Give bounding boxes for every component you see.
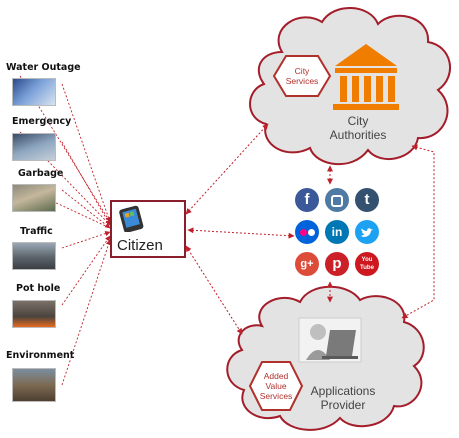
citizen-arrows [185,123,435,335]
laptop-user-icon [298,317,362,363]
added-value-line1: Added [263,371,289,381]
twitter-icon [355,220,379,244]
source-label-water-outage: Water Outage [6,62,81,73]
twitter-bird [361,227,373,237]
city-authorities-line1: City [347,114,369,128]
water-outage-image [12,78,56,106]
instagram-glyph [331,194,343,207]
city-services-line1: City [294,66,310,76]
pinterest-icon: p [325,252,349,276]
source-label-garbage: Garbage [18,168,64,179]
city-authorities-label: City Authorities [318,114,398,142]
smartphone-icon [119,205,144,232]
traffic-image [12,242,56,270]
applications-provider-line2: Provider [320,398,366,412]
youtube-icon: You Tube [355,252,379,276]
applications-provider-line1: Applications [310,384,376,398]
facebook-icon: f [295,188,319,212]
city-services-label: City Services [282,66,322,86]
city-authorities-cloud [249,7,451,165]
flickr-dot-blue [307,229,315,237]
citizen-label: Citizen [117,237,163,254]
government-building-icon [333,44,399,110]
source-label-pot-hole: Pot hole [16,283,61,294]
city-services-line2: Services [285,76,319,86]
added-value-services-hexagon [248,361,304,411]
applications-provider-label: Applications Provider [303,384,383,412]
googleplus-icon: g+ [295,252,319,276]
source-label-emergency: Emergency [12,116,72,127]
source-label-environment: Environment [6,350,75,361]
garbage-image [12,184,56,212]
added-value-line2: Value [265,381,287,391]
city-services-hexagon [272,55,332,97]
flickr-dot-pink [299,229,307,237]
instagram-icon [325,188,349,212]
city-authorities-line2: Authorities [329,128,387,142]
added-value-services-label: Added Value Services [256,371,296,401]
environment-image [12,368,56,402]
emergency-image [12,133,56,161]
added-value-line3: Services [259,391,293,401]
pot-hole-image [12,300,56,328]
flickr-icon [295,220,319,244]
linkedin-icon: in [325,220,349,244]
source-label-traffic: Traffic [20,226,53,237]
tumblr-icon: t [355,188,379,212]
